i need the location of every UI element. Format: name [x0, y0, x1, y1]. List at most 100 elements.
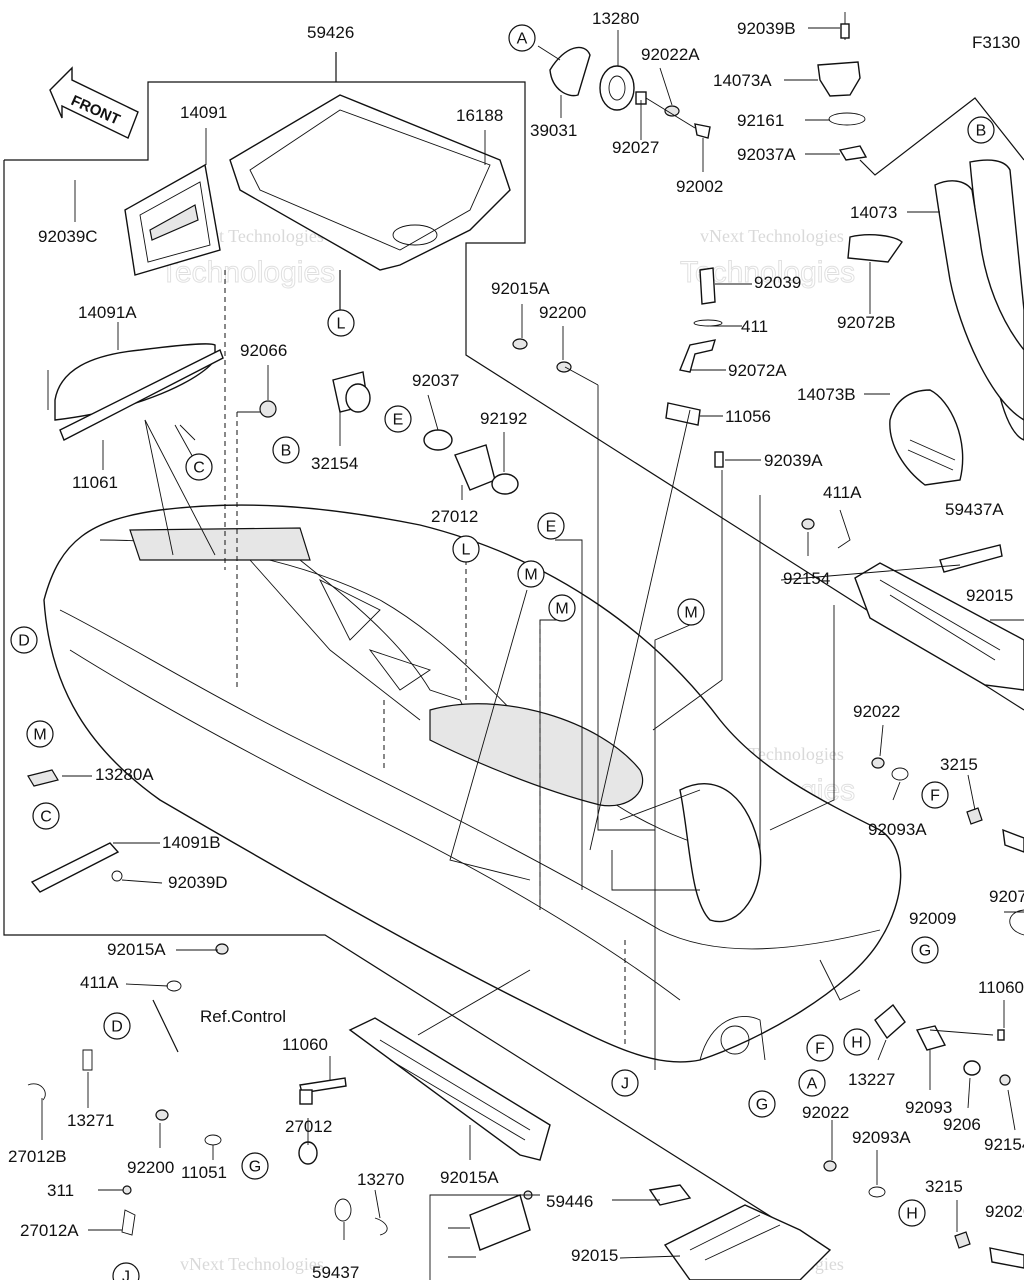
- leader-line: [125, 983, 169, 987]
- hose-assembly: [847, 159, 1024, 486]
- callout-f: F: [921, 781, 949, 809]
- callout-letter: J: [621, 1076, 629, 1093]
- leader-line: [619, 1255, 681, 1259]
- part-number-label: 92015: [571, 1246, 618, 1265]
- callout-e: E: [384, 405, 412, 433]
- part-number-label: 92161: [737, 111, 784, 130]
- part-number-label: 92200: [127, 1158, 174, 1177]
- leader-line: [1007, 1089, 1016, 1131]
- callout-c: C: [185, 453, 213, 481]
- callout-letter: A: [807, 1076, 818, 1093]
- callout-circle: [241, 1152, 269, 1180]
- part-number-label: 92072B: [837, 313, 896, 332]
- part-number-label: 92039A: [764, 451, 823, 470]
- part-number-label: 13280: [592, 9, 639, 28]
- callout-circle: [384, 405, 412, 433]
- part-number-label: 27012: [285, 1117, 332, 1136]
- part-number-label: 92093A: [868, 820, 927, 839]
- part-number-label: 92027: [612, 138, 659, 157]
- right-side-parts: [801, 509, 1024, 1269]
- callout-h: H: [843, 1028, 871, 1056]
- callout-a: A: [798, 1069, 826, 1097]
- part-number-label: 13271: [67, 1111, 114, 1130]
- part-number-label: 16188: [456, 106, 503, 125]
- leader-line: [659, 67, 673, 106]
- callout-letter: M: [684, 605, 697, 622]
- leader-line: [121, 879, 163, 884]
- part-number-label: 411: [741, 317, 768, 336]
- callout-circle: [508, 24, 536, 52]
- callout-m: M: [26, 720, 54, 748]
- part-number-label: 11061: [72, 473, 118, 492]
- part-number-label: 92009: [909, 909, 956, 928]
- callout-g: G: [911, 936, 939, 964]
- callout-m: M: [517, 560, 545, 588]
- part-number-label: 59446: [546, 1192, 593, 1211]
- part-number-label: 3215: [940, 755, 978, 774]
- part-number-label: 92093: [905, 1098, 952, 1117]
- callout-letter: C: [40, 809, 52, 826]
- scupper-assembly: [332, 338, 655, 831]
- callout-letter: J: [122, 1269, 130, 1281]
- part-number-label: 92022A: [641, 45, 700, 64]
- part-number-label: 27012A: [20, 1221, 79, 1240]
- part-number-label: 92037: [412, 371, 459, 390]
- front-arrow-icon: FRONT: [49, 66, 139, 139]
- part-number-label: 92022: [853, 702, 900, 721]
- part-number-label: 11056: [725, 407, 771, 426]
- callout-letter: B: [281, 443, 292, 460]
- part-number-label: 14073: [850, 203, 897, 222]
- center-fasteners: [589, 267, 724, 851]
- part-number-label: 92039: [754, 273, 801, 292]
- part-number-label: 14091: [180, 103, 227, 122]
- part-number-label: 92154: [984, 1135, 1024, 1154]
- callout-circle: [967, 116, 995, 144]
- cover-panel: [54, 343, 277, 556]
- part-number-label: 9206: [943, 1115, 981, 1134]
- callout-g: G: [748, 1090, 776, 1118]
- part-number-label: 92072: [989, 887, 1024, 906]
- part-number-label: 13270: [357, 1170, 404, 1189]
- callout-circle: [806, 1034, 834, 1062]
- part-number-label: 32154: [311, 454, 358, 473]
- storage-bin: [229, 94, 511, 312]
- part-number-label: 92066: [240, 341, 287, 360]
- part-number-label: 92026: [985, 1202, 1024, 1221]
- callout-j: J: [611, 1069, 639, 1097]
- callout-e: E: [537, 512, 565, 540]
- part-number-label: 92015: [966, 586, 1013, 605]
- callout-circle: [911, 936, 939, 964]
- callout-circle: [327, 309, 355, 337]
- callout-h: H: [898, 1199, 926, 1227]
- leader-line: [780, 564, 961, 581]
- part-number-label: 92039B: [737, 19, 796, 38]
- part-number-label: 59437: [312, 1263, 359, 1280]
- part-number-label: 13227: [848, 1070, 895, 1089]
- callout-letter: A: [517, 31, 528, 48]
- part-number-label: 11051: [181, 1163, 227, 1182]
- callout-b: B: [272, 436, 300, 464]
- callout-letter: M: [555, 601, 568, 618]
- part-number-label: 27012: [431, 507, 478, 526]
- group-outline: [4, 81, 1024, 711]
- part-number-label: 92022: [802, 1103, 849, 1122]
- part-number-label: 411A: [80, 973, 119, 992]
- callout-circle: [748, 1090, 776, 1118]
- part-number-label: 411A: [823, 483, 862, 502]
- callout-letter: G: [756, 1097, 768, 1114]
- callout-letter: G: [919, 943, 931, 960]
- leader-line: [892, 781, 901, 801]
- callout-letter: B: [976, 123, 987, 140]
- callout-letter: C: [193, 460, 205, 477]
- leader-line: [967, 774, 976, 811]
- callout-letter: D: [18, 633, 30, 650]
- callout-circle: [103, 1012, 131, 1040]
- callout-letter: E: [546, 519, 557, 536]
- callout-circle: [798, 1069, 826, 1097]
- callout-letter: M: [524, 567, 537, 584]
- callout-letter: H: [906, 1206, 918, 1223]
- callout-m: M: [548, 594, 576, 622]
